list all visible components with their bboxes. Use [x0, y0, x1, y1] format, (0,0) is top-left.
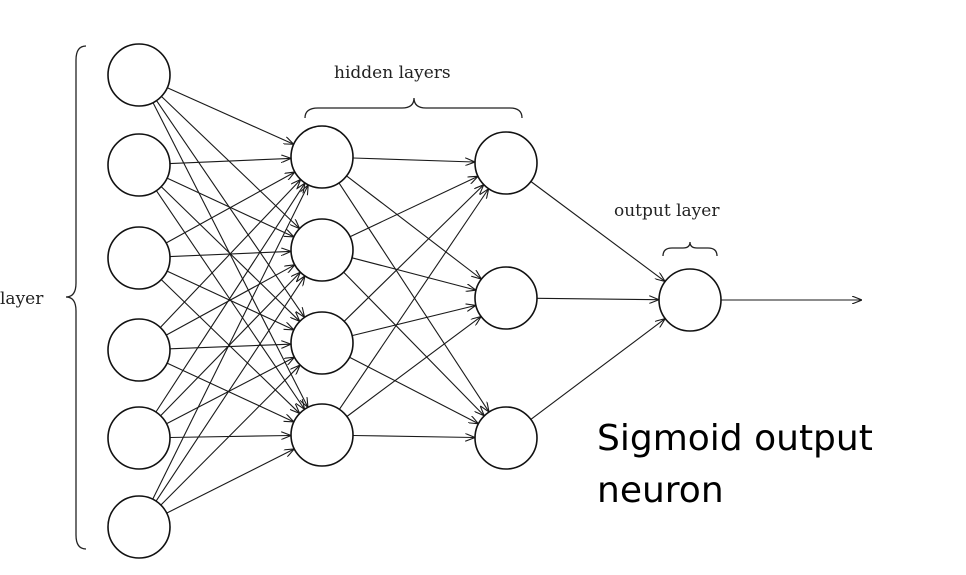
edge-hidden1-1-to-hidden2-0: [349, 177, 477, 238]
connection-edges: [152, 87, 861, 514]
output-layer-brace: [662, 241, 718, 257]
hidden-layers-brace: [304, 97, 523, 119]
neuron-hidden1-2: [290, 311, 354, 375]
neuron-hidden2-2: [474, 406, 538, 470]
neuron-input-3: [107, 318, 171, 382]
neuron-hidden1-1: [290, 218, 354, 282]
edge-input-5-to-hidden1-1: [155, 277, 304, 502]
edge-input-5-to-hidden1-0: [152, 186, 308, 500]
edge-input-4-to-hidden1-0: [155, 184, 305, 413]
edge-hidden1-3-to-hidden2-0: [338, 190, 488, 410]
edge-input-3-to-hidden1-1: [165, 265, 294, 336]
edge-hidden1-0-to-hidden2-1: [346, 175, 481, 279]
edge-hidden1-2-to-hidden2-1: [351, 306, 475, 337]
edge-hidden1-0-to-hidden2-2: [338, 182, 489, 411]
neuron-hidden1-3: [290, 403, 354, 467]
edge-input-3-to-hidden1-0: [159, 180, 300, 328]
annotation-line-1: Sigmoid output: [597, 418, 873, 459]
hidden-layers-label: hidden layers: [334, 63, 451, 83]
edge-input-4-to-hidden1-1: [160, 273, 300, 417]
neuron-input-2: [107, 226, 171, 290]
edge-hidden2-1-to-output-0: [536, 298, 658, 299]
edge-input-3-to-hidden1-2: [169, 344, 290, 350]
edge-input-2-to-hidden1-0: [165, 173, 294, 244]
output-layer-label: output layer: [614, 201, 720, 221]
edge-input-5-to-hidden1-2: [160, 366, 300, 506]
edge-hidden1-1-to-hidden2-2: [343, 271, 484, 415]
annotation-line-2: neuron: [597, 470, 724, 511]
neuron-input-1: [107, 133, 171, 197]
neuron-hidden1-0: [290, 125, 354, 189]
edge-hidden1-1-to-hidden2-1: [351, 257, 475, 290]
edge-input-4-to-hidden1-2: [166, 358, 294, 425]
edge-input-0-to-hidden1-0: [167, 87, 292, 144]
input-layer-brace: [65, 45, 87, 550]
edge-input-1-to-hidden1-0: [169, 158, 290, 165]
edge-hidden1-3-to-hidden2-1: [346, 317, 480, 417]
edge-input-0-to-hidden1-3: [152, 102, 308, 407]
edge-hidden1-3-to-hidden2-2: [352, 436, 474, 438]
edge-input-0-to-hidden1-2: [156, 100, 305, 317]
input-layer-label: layer: [0, 289, 44, 309]
neuron-hidden2-1: [474, 266, 538, 330]
edge-hidden1-2-to-hidden2-2: [349, 356, 478, 423]
edge-hidden1-0-to-hidden2-0: [352, 157, 474, 162]
neuron-input-5: [107, 495, 171, 559]
edge-hidden2-0-to-output-0: [530, 181, 664, 281]
edge-input-3-to-hidden1-3: [166, 362, 293, 421]
neuron-output-0: [658, 268, 722, 332]
edge-input-4-to-hidden1-3: [169, 436, 290, 438]
neuron-hidden2-0: [474, 131, 538, 195]
sigmoid-annotation: Sigmoid output neuron: [597, 413, 957, 517]
neuron-input-4: [107, 406, 171, 470]
neuron-input-0: [107, 43, 171, 107]
edge-hidden1-2-to-hidden2-0: [343, 185, 483, 322]
neuron-nodes: [107, 43, 722, 559]
edge-hidden2-2-to-output-0: [530, 319, 665, 420]
edge-input-5-to-hidden1-3: [166, 449, 294, 514]
